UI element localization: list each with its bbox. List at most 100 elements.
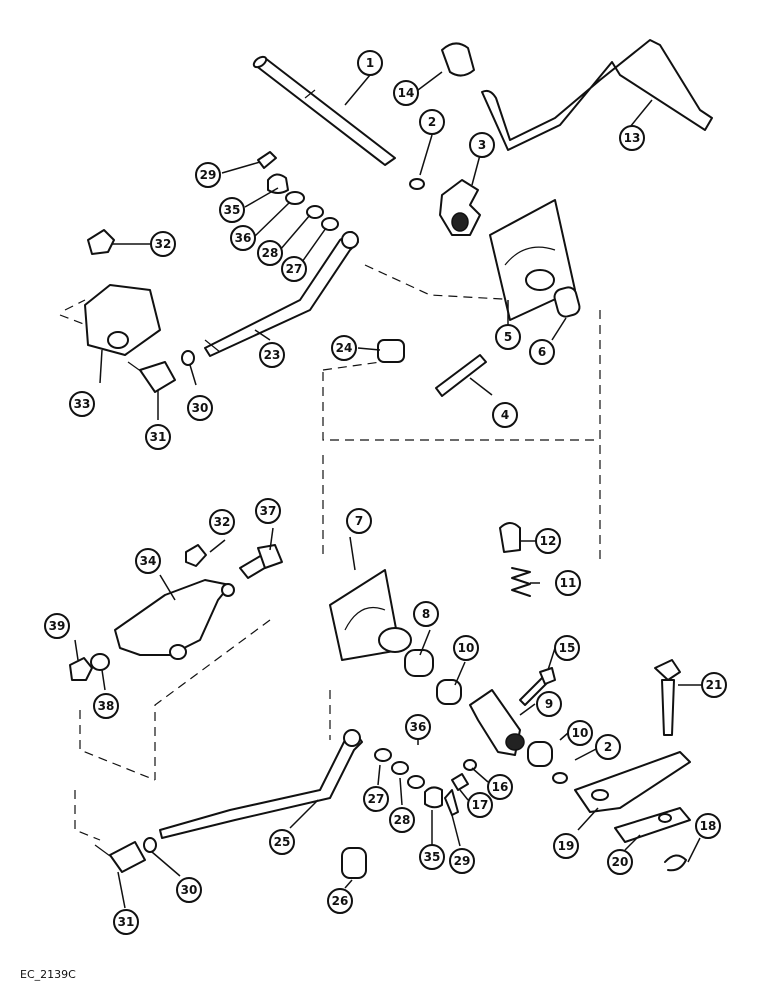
part-balljoint-31-lower — [94, 837, 157, 873]
callout-number: 35 — [224, 203, 241, 217]
callout-number: 11 — [560, 576, 577, 590]
callout-28: 28 — [257, 240, 283, 266]
callout-30-top: 30 — [187, 395, 213, 421]
part-shaft-1 — [252, 55, 396, 166]
callout-number: 23 — [264, 348, 281, 362]
callout-number: 26 — [332, 894, 349, 908]
callout-number: 21 — [706, 678, 723, 692]
callout-number: 27 — [286, 262, 303, 276]
callout-26: 26 — [327, 888, 353, 914]
callout-number: 7 — [355, 514, 363, 528]
callout-number: 29 — [200, 168, 217, 182]
callout-18: 18 — [695, 813, 721, 839]
callout-11: 11 — [555, 570, 581, 596]
part-hardware-lower — [374, 748, 459, 816]
callout-38: 38 — [93, 693, 119, 719]
part-block-33 — [84, 284, 161, 356]
part-rod-23 — [204, 231, 359, 357]
part-nut-32-middle — [185, 544, 207, 567]
callout-number: 10 — [458, 641, 475, 655]
callout-number: 33 — [74, 397, 91, 411]
callout-number: 28 — [394, 813, 411, 827]
reference-code: EC_2139C — [20, 968, 76, 981]
callout-1: 1 — [357, 50, 383, 76]
callout-19: 19 — [553, 833, 579, 859]
callout-number: 29 — [454, 854, 471, 868]
part-bolt-37 — [239, 544, 283, 579]
callout-number: 3 — [478, 138, 486, 152]
callout-number: 19 — [558, 839, 575, 853]
part-nut-32-top — [87, 229, 115, 255]
callout-7: 7 — [346, 508, 372, 534]
callout-32-top: 32 — [150, 231, 176, 257]
callout-number: 15 — [559, 641, 576, 655]
callout-number: 30 — [192, 401, 209, 415]
part-sleeve-6 — [553, 286, 581, 318]
callout-number: 2 — [428, 115, 436, 129]
callout-9: 9 — [536, 691, 562, 717]
callout-number: 39 — [49, 619, 66, 633]
callout-33: 33 — [69, 391, 95, 417]
callout-6: 6 — [529, 339, 555, 365]
callout-24: 24 — [331, 335, 357, 361]
callout-number: 13 — [624, 131, 641, 145]
callout-34: 34 — [135, 548, 161, 574]
callout-number: 27 — [368, 792, 385, 806]
callout-number: 31 — [118, 915, 135, 929]
callout-number: 37 — [260, 504, 277, 518]
part-sleeve-10 — [436, 679, 462, 705]
callout-number: 16 — [492, 780, 509, 794]
part-plunger-12 — [499, 522, 521, 553]
part-washer-38 — [90, 653, 110, 671]
part-bracket-34 — [114, 579, 235, 660]
part-bolt-21 — [654, 659, 681, 736]
callout-number: 10 — [572, 726, 589, 740]
callout-number: 36 — [410, 720, 427, 734]
callout-number: 25 — [274, 835, 291, 849]
callout-31-top: 31 — [145, 424, 171, 450]
callout-number: 2 — [604, 740, 612, 754]
callout-5: 5 — [495, 324, 521, 350]
callout-3: 3 — [469, 132, 495, 158]
part-plate-20 — [614, 807, 691, 843]
callout-number: 6 — [538, 345, 546, 359]
callout-25: 25 — [269, 829, 295, 855]
part-lever-13 — [481, 39, 713, 151]
part-bracket-3 — [439, 179, 481, 236]
callout-16: 16 — [487, 774, 513, 800]
callout-20: 20 — [607, 849, 633, 875]
part-hardware-top — [257, 151, 339, 231]
callout-number: 20 — [612, 855, 629, 869]
callout-17: 17 — [467, 792, 493, 818]
callout-15: 15 — [554, 635, 580, 661]
callout-number: 12 — [540, 534, 557, 548]
part-plate-7 — [329, 569, 412, 661]
part-washer-2-top — [409, 178, 425, 190]
callout-number: 1 — [366, 56, 374, 70]
callout-39: 39 — [44, 613, 70, 639]
callouts: 1 14 13 2 3 29 35 36 28 27 32 5 6 24 23 … — [44, 50, 727, 935]
callout-10-lower: 10 — [567, 720, 593, 746]
part-bolt-15 — [519, 667, 556, 706]
part-sleeve-10-lower — [527, 741, 568, 784]
callout-number: 28 — [262, 246, 279, 260]
callout-29-lower: 29 — [449, 848, 475, 874]
callout-23: 23 — [259, 342, 285, 368]
part-spring-11 — [511, 567, 531, 597]
callout-number: 35 — [424, 850, 441, 864]
part-rod-25 — [159, 729, 363, 839]
callout-4: 4 — [492, 402, 518, 428]
callout-27: 27 — [281, 256, 307, 282]
callout-14: 14 — [393, 80, 419, 106]
callout-32-middle: 32 — [209, 509, 235, 535]
callout-2: 2 — [419, 109, 445, 135]
callout-31-lower: 31 — [113, 909, 139, 935]
callout-number: 5 — [504, 330, 512, 344]
leader-lines — [74, 71, 702, 909]
callout-number: 36 — [235, 231, 252, 245]
callout-number: 32 — [155, 237, 172, 251]
callout-8: 8 — [413, 601, 439, 627]
callout-number: 8 — [422, 607, 430, 621]
part-knob-14 — [441, 42, 475, 77]
